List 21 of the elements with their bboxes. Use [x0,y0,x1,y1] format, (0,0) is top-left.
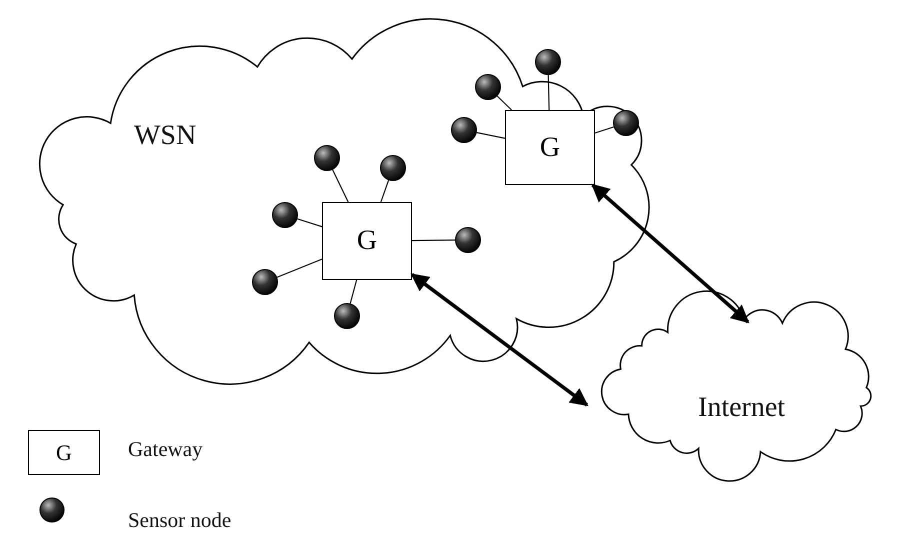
link-line [594,126,614,134]
link-line [412,240,455,242]
link-line [476,132,506,139]
double-arrow [591,184,750,324]
legend-box-label: G [56,440,72,466]
gateway-box [505,110,595,185]
link-line [496,96,512,110]
link-line [276,258,322,278]
link-line [332,169,349,202]
gateway-label: G [356,225,378,257]
link-line [548,74,550,110]
legend-label: Sensor node [128,508,232,533]
cloud-label: WSN [134,120,196,152]
double-arrow [410,273,588,406]
link-line [297,218,322,228]
link-line [380,180,390,202]
link-line [350,280,358,304]
gateway-box [322,202,412,280]
gateway-label: G [540,132,560,164]
cloud-label: Internet [698,392,786,424]
legend-label: Gateway [128,437,203,462]
